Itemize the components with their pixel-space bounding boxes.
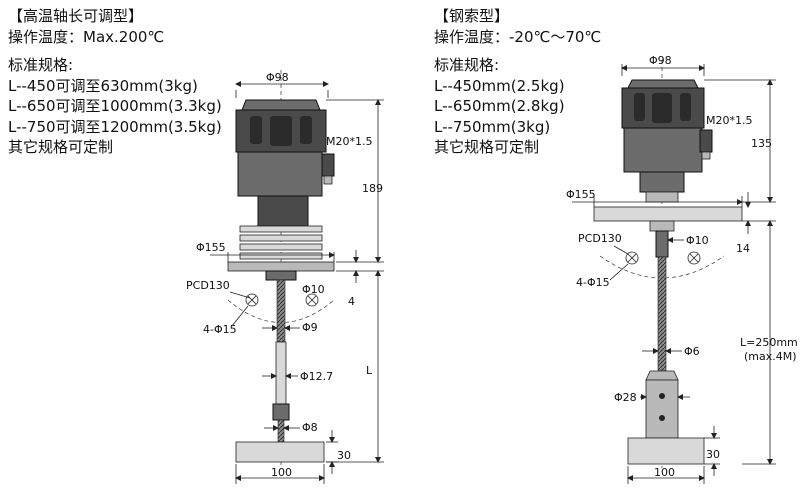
left-temp: 操作温度：Max.200℃ — [8, 27, 165, 46]
left-dim-d127: Φ12.7 — [300, 370, 333, 383]
left-housing-body — [237, 151, 323, 197]
right-dim-h30: 30 — [706, 448, 720, 461]
left-fin-3 — [239, 243, 323, 251]
right-weight-bolt-1 — [659, 393, 665, 399]
right-dim-len-max: (max.4M) — [744, 350, 797, 363]
right-bolt-hole-left — [625, 251, 639, 265]
right-dim-h135: 135 — [751, 137, 772, 150]
left-custom-note: 其它规格可定制 — [8, 138, 114, 156]
left-dim-d98: Φ98 — [266, 71, 289, 84]
left-mount-nut — [265, 270, 297, 281]
left-bolt-hole-left — [245, 293, 259, 307]
left-dim-m20: M20*1.5 — [326, 135, 372, 148]
right-dim-d10: Φ10 — [686, 234, 709, 247]
left-spec-2: L--650可调至1000mm(3.3kg) — [8, 97, 222, 115]
left-fin-4 — [239, 252, 323, 260]
right-dim-d28: Φ28 — [614, 391, 637, 404]
left-dim-d9: Φ9 — [302, 321, 318, 334]
left-dim-w100: 100 — [271, 466, 292, 479]
left-housing-cap — [241, 99, 321, 111]
right-neck — [639, 171, 685, 193]
right-dim-d155: Φ155 — [566, 188, 596, 201]
right-dim-w100: 100 — [654, 466, 675, 479]
left-cable-gland — [321, 153, 335, 177]
right-dim-pcd: PCD130 — [578, 232, 622, 245]
right-clamp — [649, 220, 675, 232]
left-dim-pcd: PCD130 — [186, 279, 230, 292]
left-braided-shaft-upper — [276, 279, 286, 343]
left-fin-1 — [239, 225, 323, 233]
right-dim-d6: Φ6 — [684, 345, 700, 358]
right-dim-holes: 4-Φ15 — [576, 276, 610, 289]
left-dim-d155: Φ155 — [196, 241, 226, 254]
right-spec-block: 【钢索型】 操作温度：-20℃～70℃ 标准规格: L--450mm(2.5kg… — [434, 6, 601, 158]
left-spec-block: 【高温轴长可调型】 操作温度：Max.200℃ 标准规格: L--450可调至6… — [8, 6, 222, 158]
left-spec-1: L--450可调至630mm(3kg) — [8, 76, 198, 95]
right-paddle — [627, 437, 705, 465]
left-spec-3: L--750可调至1200mm(3.5kg) — [8, 117, 222, 136]
left-title: 【高温轴长可调型】 — [8, 7, 144, 25]
left-dim-t4: 4 — [348, 295, 355, 308]
right-dim-len: L=250mm — [740, 336, 798, 349]
right-bolt-hole-right — [687, 251, 701, 265]
right-neck-collar — [645, 191, 679, 203]
right-housing-body — [623, 127, 703, 173]
left-bolt-hole-right — [305, 293, 319, 307]
right-weight — [645, 379, 679, 439]
left-rod — [275, 341, 287, 405]
right-weight-bolt-2 — [659, 415, 665, 421]
right-device-drawing: Φ98 M20*1.5 135 Φ155 14 Φ10 — [566, 54, 798, 484]
right-dim-t14: 14 — [736, 242, 750, 255]
left-device-drawing: Φ98 M20*1.5 Φ155 Φ10 — [186, 70, 384, 484]
left-dim-h189: 189 — [362, 182, 383, 195]
right-spec-2: L--650mm(2.8kg) — [434, 97, 565, 115]
right-housing-cap — [627, 79, 699, 89]
left-dim-d8: Φ8 — [302, 421, 318, 434]
right-steel-cable — [657, 256, 667, 372]
left-neck — [257, 195, 309, 227]
left-fin-2 — [239, 234, 323, 242]
right-title: 【钢索型】 — [434, 7, 510, 25]
right-spec-1: L--450mm(2.5kg) — [434, 76, 565, 95]
left-flange — [227, 261, 335, 272]
right-dim-m20: M20*1.5 — [706, 114, 752, 127]
left-dim-d10: Φ10 — [302, 283, 325, 296]
left-spec-heading: 标准规格: — [8, 56, 74, 74]
right-spec-3: L--750mm(3kg) — [434, 117, 551, 136]
left-dim-len: L — [366, 364, 373, 377]
right-weight-top — [645, 370, 679, 381]
right-dim-d98: Φ98 — [649, 54, 672, 67]
right-cable-gland — [699, 129, 713, 153]
right-temp: 操作温度：-20℃～70℃ — [434, 27, 602, 46]
right-spec-heading: 标准规格: — [434, 56, 500, 74]
left-coupling — [272, 403, 290, 421]
left-dim-h30: 30 — [337, 449, 351, 462]
left-paddle — [235, 441, 325, 463]
right-custom-note: 其它规格可定制 — [434, 138, 540, 156]
right-clamp-body — [655, 230, 669, 258]
left-braided-shaft-lower — [277, 419, 285, 443]
right-flange — [593, 206, 743, 222]
left-dim-holes: 4-Φ15 — [203, 323, 237, 336]
